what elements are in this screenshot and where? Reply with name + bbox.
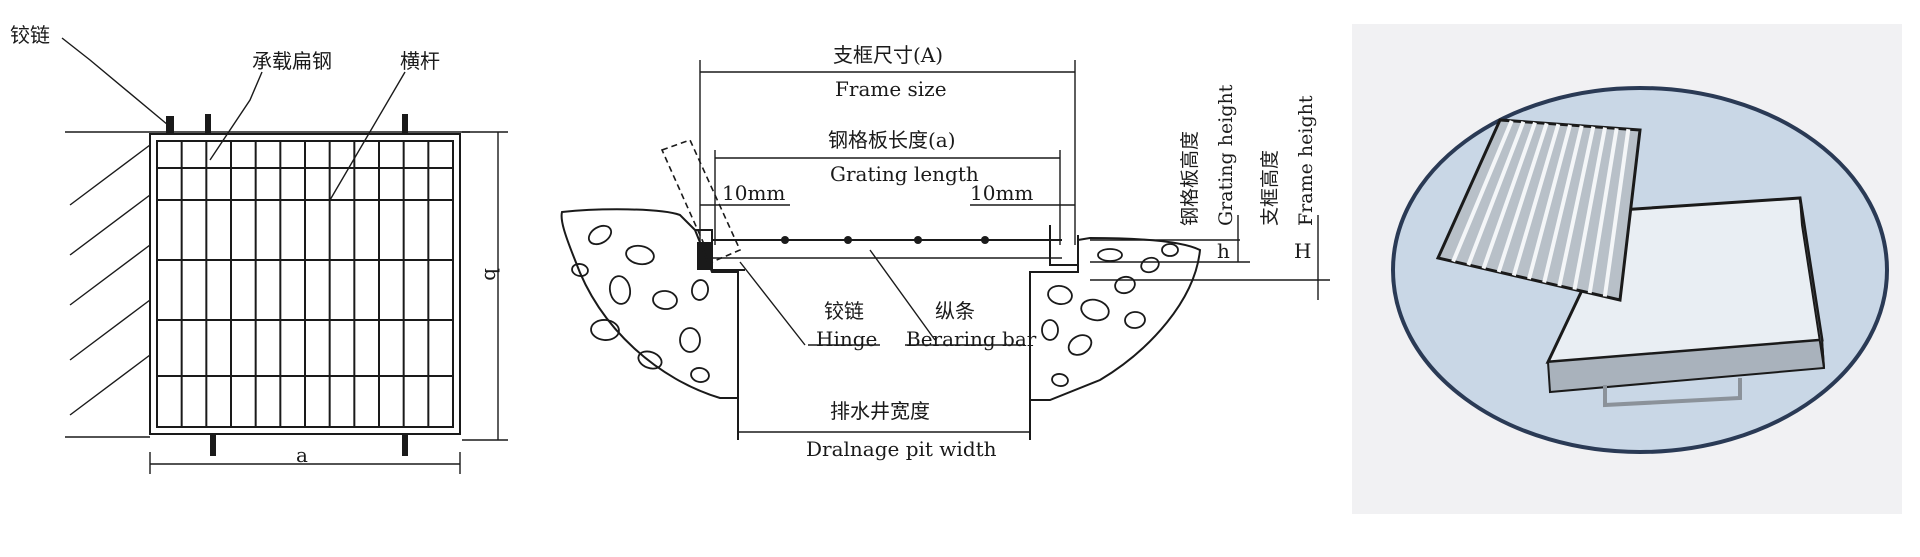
grating-bar [1542,125,1584,283]
left-concrete [560,208,739,399]
cross-bar-label-zh: 横杆 [400,49,440,73]
grating-bar [1511,123,1561,277]
aggregate-stone [691,279,709,301]
bearing-bar-label-zh: 纵条 [935,299,975,323]
frame-height-label-en: Frame height [1295,95,1317,226]
aggregate-stone [571,263,589,277]
grating-bar [1451,120,1514,263]
bearing-bar-dots [781,236,989,244]
grating-height-label-en: Grating height [1215,84,1237,226]
aggregate-stone [1124,311,1146,329]
grating-bar [1466,120,1526,266]
concrete-aggregate [571,224,1179,387]
aggregate-stone [1051,373,1069,387]
grating-bar [1587,128,1619,294]
aggregate-stone [690,367,710,383]
aggregate-stone [1114,275,1136,295]
hinge-leader-section [739,261,806,346]
plan-view: 铰链 承载扁钢 横杆 a [10,23,508,474]
right-frame-angle [1049,225,1079,266]
grating-bar [1496,122,1549,273]
dim-h-label: h [1217,239,1230,263]
grating-bar [1481,121,1537,270]
aggregate-stone [1047,284,1073,306]
hinge-leader [61,37,169,126]
aggregate-stone [1140,256,1160,274]
grating-bar [1602,128,1631,297]
left-frame-angle [695,229,745,271]
wall-hatching [69,144,151,416]
gap-right-label: 10mm [970,181,1033,205]
frame-size-label-zh: 支框尺寸(A) [833,43,943,67]
aggregate-stone [679,327,701,353]
grating-bars [1451,120,1631,297]
aggregate-stone [590,319,620,341]
aggregate-stone [1161,243,1179,257]
grating-mesh [157,141,453,427]
bearing-bar-leader-section [869,249,936,341]
cross-bar-leader [329,71,406,201]
aggregate-stone [1067,334,1093,356]
aggregate-stone [1097,248,1123,262]
dim-H-label: H [1294,239,1311,263]
hinge-pin [402,114,408,134]
pit-width-label-en: Dralnage pit width [806,437,997,461]
open-grating-outline [660,138,742,264]
section-view: 支框尺寸(A) Frame size 钢格板长度(a) Grating leng… [560,43,1330,461]
frame-size-label-en: Frame size [835,77,947,101]
frame-pin [210,434,216,456]
grating-bar [1557,126,1596,287]
bearing-bar-leader [209,71,263,161]
grating-height-label-zh: 钢格板高度 [1179,131,1201,226]
hinge-label-en: Hinge [816,327,877,351]
hinge-pin [166,116,174,134]
pit-width-label-zh: 排水井宽度 [830,399,930,423]
gap-left-label: 10mm [722,181,785,205]
grating-length-label-zh: 钢格板长度(a) [828,128,956,152]
bearing-bar-label-zh: 承载扁钢 [252,49,332,73]
aggregate-stone [1080,298,1110,322]
grating-length-label-en: Grating length [830,162,979,186]
aggregate-stone [1041,319,1059,341]
product-photo [1352,24,1902,514]
frame-handle [1603,378,1742,408]
frame-height-label-zh: 支框高度 [1259,150,1281,226]
bearing-bar-label-en: Beraring bar [906,327,1037,351]
aggregate-stone [652,290,678,310]
right-concrete [1029,236,1202,401]
aggregate-stone [625,244,655,266]
hinge-label-zh: 铰链 [824,299,864,323]
aggregate-stone [637,350,663,370]
aggregate-stone [608,275,632,305]
grating-bar [1527,124,1572,280]
hinge-label-zh: 铰链 [10,23,50,47]
grating-bar [1572,127,1607,290]
hinge-pin [205,114,211,134]
aggregate-stone [587,224,613,246]
frame-pin [402,434,408,456]
dim-b-label: b [480,268,504,281]
dim-a-label: a [296,443,308,467]
grating-outer-frame [149,133,461,435]
